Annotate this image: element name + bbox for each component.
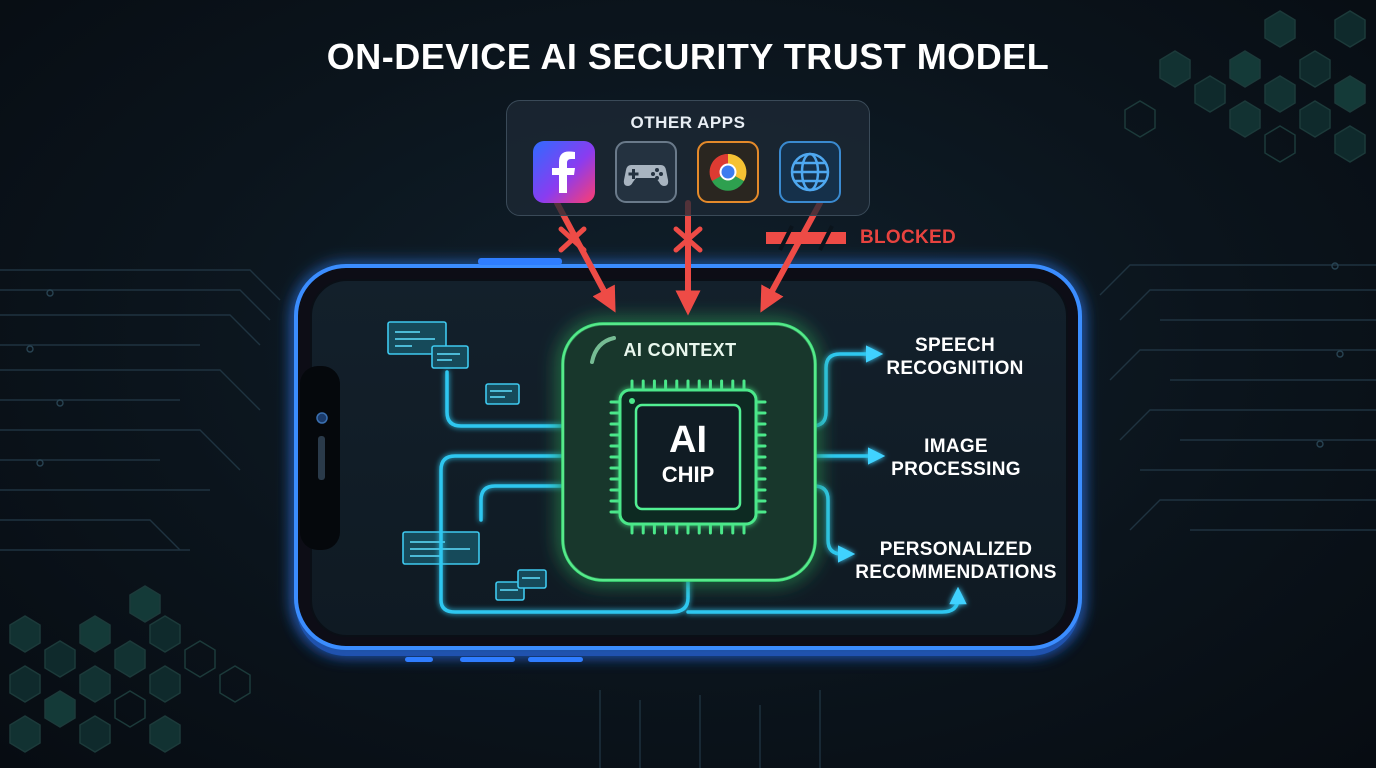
- globe-icon: [779, 141, 841, 203]
- output-recommendations-line-2: RECOMMENDATIONS: [855, 562, 1057, 583]
- output-recommendations-line-1: PERSONALIZED: [879, 539, 1033, 560]
- output-speech-line-1: SPEECH: [915, 335, 995, 356]
- ai-context-label: AI CONTEXT: [623, 340, 737, 360]
- blocked-access-arrows: [554, 200, 823, 316]
- diagram-title: ON-DEVICE AI SECURITY TRUST MODEL: [326, 36, 1050, 77]
- blocked-barrier: [766, 225, 846, 251]
- blocked-label: BLOCKED: [860, 227, 957, 248]
- chip-subtitle: CHIP: [661, 462, 715, 487]
- other-apps-panel: OTHER APPS: [506, 100, 870, 216]
- output-speech-recognition: SPEECH RECOGNITION: [870, 334, 1040, 380]
- output-image-processing: IMAGE PROCESSING: [870, 435, 1042, 481]
- blocked-x-marks: [558, 226, 703, 253]
- chip-title: AI: [669, 419, 707, 461]
- background-circuit-nodes: [26, 262, 1344, 467]
- other-apps-label: OTHER APPS: [630, 113, 746, 132]
- data-documents: [387, 321, 547, 601]
- output-speech-line-2: RECOGNITION: [886, 358, 1024, 379]
- ai-chip: [609, 379, 767, 535]
- background-circuit-traces: [0, 264, 1376, 768]
- output-image-line-2: PROCESSING: [891, 459, 1021, 480]
- input-data-flows: [439, 370, 967, 614]
- output-personalized-recommendations: PERSONALIZED RECOMMENDATIONS: [846, 538, 1066, 584]
- facebook-icon: [533, 141, 595, 203]
- gamepad-icon: [615, 141, 677, 203]
- output-image-line-1: IMAGE: [924, 436, 988, 457]
- background-hexagons-right: [1124, 10, 1366, 163]
- chrome-icon: [697, 141, 759, 203]
- background-hexagons-left: [9, 585, 251, 753]
